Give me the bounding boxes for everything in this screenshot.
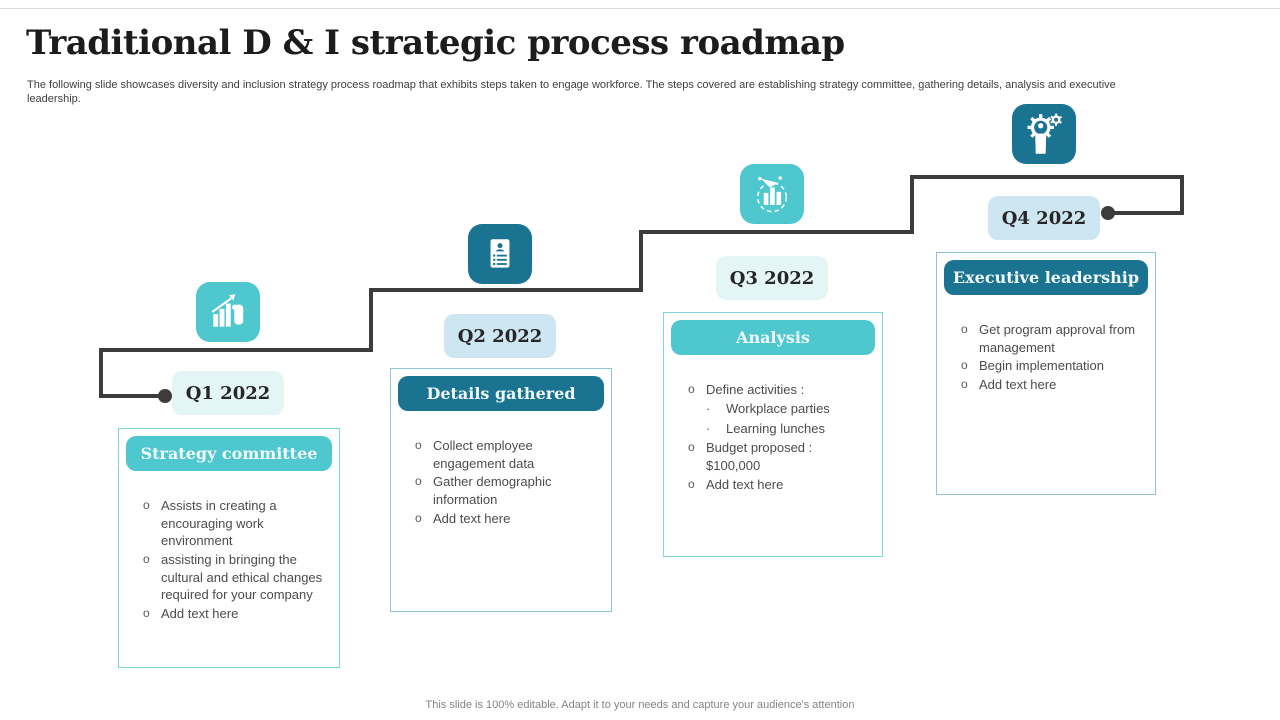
bullet-item: o Budget proposed : $100,000	[688, 439, 866, 474]
bullet-text: Gather demographic information	[433, 474, 552, 508]
bullet-list-q3: o Define activities : · Workplace partie…	[664, 381, 872, 494]
bullet-text: Learning lunches	[726, 420, 826, 436]
top-divider	[0, 8, 1280, 9]
small-gear	[1050, 113, 1062, 126]
bullet-item: o Add text here	[961, 376, 1139, 394]
stage-heading-q4: Executive leadership	[944, 260, 1148, 295]
chart-analysis-icon	[740, 164, 804, 224]
bullet-marker: o	[143, 552, 150, 567]
sub-bullet-marker: ·	[706, 400, 711, 416]
bullet-text: Workplace parties	[726, 400, 830, 416]
bullet-text: assisting in bringing the cultural and e…	[161, 552, 323, 603]
bullet-marker: o	[143, 498, 150, 512]
stage-card-q4: Executive leadership o Get program appro…	[936, 252, 1156, 495]
bullet-marker: o	[415, 438, 422, 452]
bullet-text: Add text here	[161, 606, 239, 622]
page-title: Traditional D & I strategic process road…	[26, 23, 845, 63]
stage-heading-q3: Analysis	[671, 320, 875, 355]
quarter-text: Q3 2022	[729, 267, 815, 289]
quarter-text: Q1 2022	[185, 382, 271, 404]
bullet-marker: o	[961, 377, 968, 392]
bullet-marker: o	[415, 474, 422, 489]
bullet-text: Add text here	[706, 476, 784, 492]
bullet-marker: o	[143, 606, 150, 621]
quarter-text: Q4 2022	[1001, 207, 1087, 229]
bullet-item: o Add text here	[688, 476, 866, 494]
quarter-label-q4: Q4 2022	[988, 196, 1100, 240]
bullet-item: o Begin implementation	[961, 357, 1139, 375]
bullet-item: o Define activities :	[688, 381, 866, 399]
stage-heading-q1: Strategy committee	[126, 436, 332, 471]
sub-bullet-item: · Learning lunches	[688, 420, 866, 439]
bullet-text: Budget proposed : $100,000	[706, 440, 813, 474]
stage-heading-q2: Details gathered	[398, 376, 604, 411]
bullet-marker: o	[961, 322, 968, 336]
growth-bar-chart-hand-icon	[196, 282, 260, 342]
sub-bullet-item: · Workplace parties	[688, 400, 866, 419]
bullet-list-q1: o Assists in creating a encouraging work…	[119, 497, 329, 624]
bullet-item: o Get program approval from management	[961, 321, 1139, 356]
footer-note: This slide is 100% editable. Adapt it to…	[425, 699, 855, 711]
bullet-marker: o	[961, 358, 968, 373]
bullet-item: o Add text here	[143, 605, 323, 623]
bullet-text: Add text here	[433, 510, 511, 526]
bullet-item: o assisting in bringing the cultural and…	[143, 551, 323, 604]
bullet-marker: o	[688, 476, 695, 491]
bullet-text: Begin implementation	[979, 358, 1105, 374]
connector-start-dot	[158, 389, 172, 403]
bullet-marker: o	[415, 510, 422, 525]
bullet-text: Assists in creating a encouraging work e…	[161, 498, 277, 549]
quarter-label-q3: Q3 2022	[716, 256, 828, 300]
leadership-gears-icon	[1012, 104, 1076, 164]
quarter-label-q2: Q2 2022	[444, 314, 556, 358]
bullet-text: Define activities :	[706, 382, 805, 397]
stage-card-q1: Strategy committee o Assists in creating…	[118, 428, 340, 668]
bullet-item: o Collect employee engagement data	[415, 437, 595, 472]
bullet-item: o Add text here	[415, 510, 595, 528]
quarter-text: Q2 2022	[457, 325, 543, 347]
person-body	[1035, 133, 1047, 154]
bullet-text: Add text here	[979, 377, 1057, 393]
stage-card-q3: Analysis o Define activities : · Workpla…	[663, 312, 883, 557]
bullet-item: o Assists in creating a encouraging work…	[143, 497, 323, 550]
sub-bullet-marker: ·	[706, 420, 711, 436]
bullet-list-q2: o Collect employee engagement data o Gat…	[391, 437, 601, 528]
bullet-text: Get program approval from management	[979, 322, 1136, 355]
employee-form-icon	[468, 224, 532, 284]
bullet-marker: o	[688, 440, 695, 455]
stage-card-q2: Details gathered o Collect employee enga…	[390, 368, 612, 612]
bullet-marker: o	[688, 382, 695, 396]
slide-subtitle: The following slide showcases diversity …	[27, 79, 1116, 106]
quarter-label-q1: Q1 2022	[172, 371, 284, 415]
connector-end-dot	[1101, 206, 1115, 220]
bullet-list-q4: o Get program approval from management o…	[937, 321, 1145, 395]
bullet-text: Collect employee engagement data	[433, 438, 535, 471]
bullet-item: o Gather demographic information	[415, 473, 595, 508]
